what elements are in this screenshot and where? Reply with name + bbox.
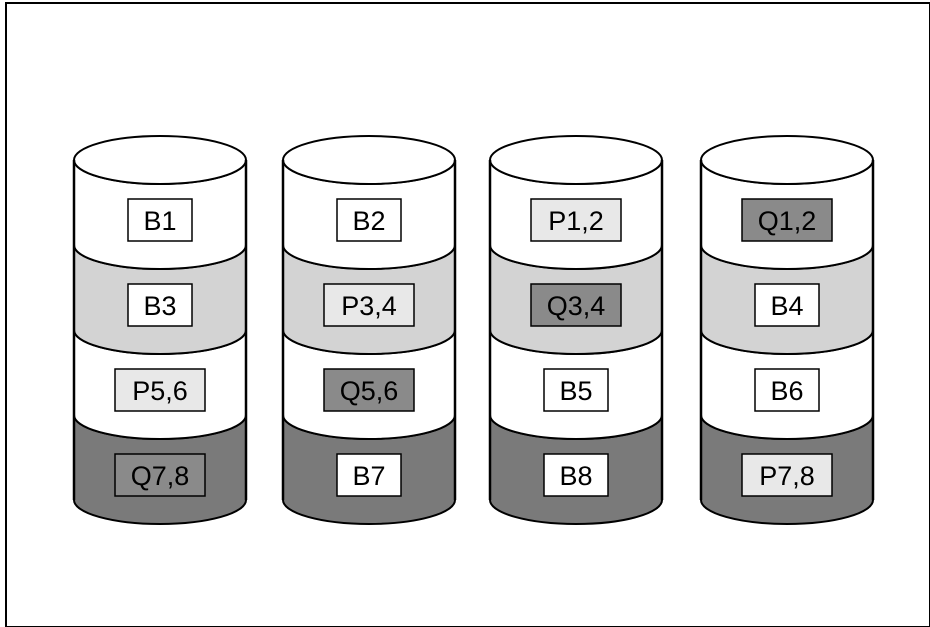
block-label-box	[323, 368, 415, 412]
block-label: B5	[559, 376, 592, 406]
data-block: P5,6	[114, 368, 206, 412]
diagram-frame	[5, 2, 930, 627]
data-block: B5	[543, 368, 609, 412]
disk-top-cap	[282, 135, 456, 185]
data-block: B7	[336, 453, 402, 497]
data-block: P1,2	[530, 198, 622, 242]
block-label-box	[127, 198, 193, 242]
data-block: B8	[543, 453, 609, 497]
data-block: Q5,6	[323, 368, 415, 412]
block-label-box	[543, 368, 609, 412]
disks-layer: B1B3P5,6Q7,8B2P3,4Q5,6B7P1,2Q3,4B5B8Q1,2…	[72, 135, 875, 525]
data-block: B3	[127, 283, 193, 327]
block-label: P3,4	[341, 291, 397, 321]
block-label: B4	[770, 291, 803, 321]
block-label-box	[336, 453, 402, 497]
disk-top-cap	[700, 135, 874, 185]
data-block: P7,8	[741, 453, 833, 497]
data-block: B2	[336, 198, 402, 242]
data-block: B6	[754, 368, 820, 412]
block-label-box	[543, 453, 609, 497]
block-label: B7	[352, 461, 385, 491]
block-label: B3	[143, 291, 176, 321]
block-label-box	[114, 368, 206, 412]
block-label-box	[741, 198, 833, 242]
block-label: P1,2	[548, 206, 604, 236]
block-label-box	[530, 198, 622, 242]
block-label: Q1,2	[758, 206, 817, 236]
block-label: P5,6	[132, 376, 188, 406]
data-block: Q3,4	[530, 283, 622, 327]
block-label-box	[754, 368, 820, 412]
block-label: B2	[352, 206, 385, 236]
block-label: B8	[559, 461, 592, 491]
block-label: B6	[770, 376, 803, 406]
data-block: B4	[754, 283, 820, 327]
disk-top-cap	[73, 135, 247, 185]
block-label: B1	[143, 206, 176, 236]
block-label-box	[754, 283, 820, 327]
block-label-box	[741, 453, 833, 497]
block-label-box	[323, 283, 415, 327]
block-label: P7,8	[759, 461, 815, 491]
block-label: Q7,8	[131, 461, 190, 491]
disk-top-cap	[489, 135, 663, 185]
data-block: B1	[127, 198, 193, 242]
block-label-box	[127, 283, 193, 327]
block-label: Q3,4	[547, 291, 606, 321]
block-label-box	[530, 283, 622, 327]
block-label-box	[336, 198, 402, 242]
data-block: Q1,2	[741, 198, 833, 242]
block-label: Q5,6	[340, 376, 399, 406]
block-label-box	[114, 453, 206, 497]
data-block: Q7,8	[114, 453, 206, 497]
data-block: P3,4	[323, 283, 415, 327]
